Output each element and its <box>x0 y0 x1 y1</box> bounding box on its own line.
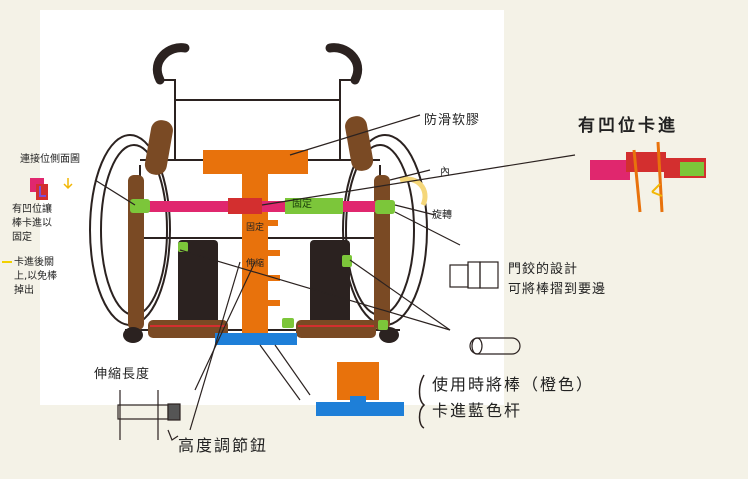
green-joint-foot-center <box>282 318 294 328</box>
label-side-view: 連接位側面圖 <box>20 154 80 165</box>
insert-note-line-1: 卡進後關 <box>14 257 54 268</box>
leg-supports <box>123 240 399 343</box>
insert-note-line-3: 掉出 <box>14 285 34 296</box>
green-fix-clip <box>285 198 343 214</box>
notch-note-line-3: 固定 <box>12 232 32 243</box>
label-telescope-small: 伸縮 <box>246 259 265 269</box>
pink-cross-bar <box>140 201 385 212</box>
hinge-sketch <box>449 261 521 355</box>
label-rotate: 旋轉 <box>432 210 452 221</box>
blue-bottom-bar <box>215 333 297 345</box>
hinge-design-line-2: 可將棒摺到要邊 <box>508 282 607 297</box>
insert-note-line-2: 上,以免棒 <box>14 271 58 282</box>
label-height-knob: 高度調節鈕 <box>178 436 269 455</box>
green-joint-foot-right <box>378 320 388 330</box>
hinge-design-line-1: 門鉸的設計 <box>508 262 579 277</box>
usage-sketch <box>316 362 404 416</box>
green-joint-lower-left <box>178 242 188 252</box>
red-joint <box>228 198 262 214</box>
label-inner: 內 <box>440 167 450 178</box>
notch-note-line-2: 棒卡進以 <box>12 218 52 229</box>
green-joint-lower-right <box>342 255 352 267</box>
label-notch-note: 有凹位讓 棒卡進以 固定 <box>12 203 52 245</box>
green-joint-right <box>375 200 395 214</box>
telescopic-sketch <box>117 390 181 441</box>
label-usage-note: 使用時將棒（橙色） 卡進藍色杆 <box>432 372 594 424</box>
label-fix-small: 固定 <box>246 223 265 233</box>
annotation-leader-lines <box>94 114 576 431</box>
notch-note-line-1: 有凹位讓 <box>12 204 52 215</box>
label-telescopic: 伸縮長度 <box>94 367 151 382</box>
notch-insert-sketch <box>590 141 706 213</box>
usage-note-line-1: 使用時將棒（橙色） <box>432 375 595 394</box>
green-joint-left <box>130 199 150 213</box>
label-insert-note: 卡進後關 上,以免棒 掉出 <box>14 256 57 298</box>
label-hinge-design: 門鉸的設計 可將棒摺到要邊 <box>508 260 606 300</box>
usage-note-line-2: 卡進藍色杆 <box>432 401 523 420</box>
hand-rim-accent <box>399 176 428 207</box>
usage-bracket <box>418 374 426 429</box>
label-anti-slip: 防滑软膠 <box>424 113 481 128</box>
label-fix: 固定 <box>292 199 312 210</box>
side-view-joint-sketch <box>2 178 73 263</box>
label-notch-insert: 有凹位卡進 <box>578 116 678 136</box>
